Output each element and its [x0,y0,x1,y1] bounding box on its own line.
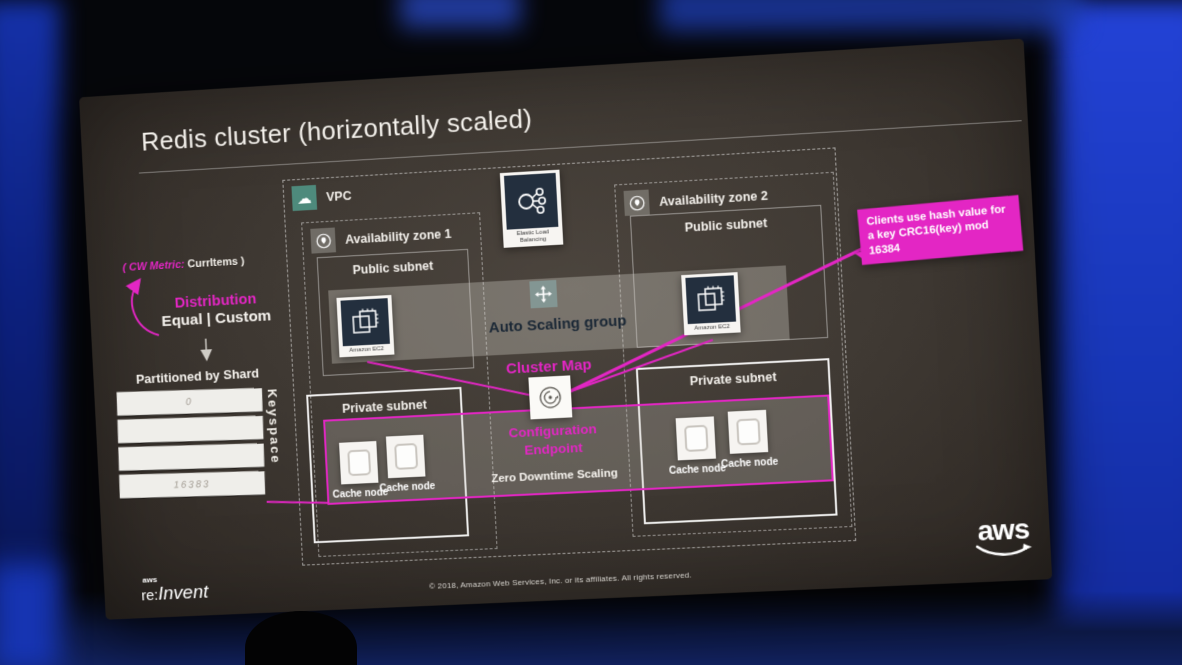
cw-metric-annotation: ( CW Metric: CurrItems ) [122,255,244,274]
cw-metric-prefix: ( CW Metric: [122,258,185,275]
az2-label: Availability zone 2 [658,188,769,209]
keyspace-row [118,443,265,471]
cw-metric-value: CurrItems ) [187,255,245,271]
slide-title: Redis cluster (horizontally scaled) [140,103,533,157]
aws-logo-text: aws [976,512,1030,547]
reinvent-invent: Invent [157,581,209,605]
vpc-header: ☁ VPC [291,183,352,212]
cache-node: Cache node [669,416,726,477]
az2-header: Availability zone 2 [623,183,769,216]
az1-label: Availability zone 1 [344,226,452,247]
elastic-load-balancing-icon [503,172,559,230]
reinvent-re: re: [140,586,159,605]
keyspace-row [117,415,264,444]
keyspace-row: 0 [116,387,263,416]
public-subnet-2-label: Public subnet [684,215,768,235]
private-subnet-2-label: Private subnet [689,369,777,389]
elasticache-endpoint-icon [528,375,573,420]
floor-spot-light [0,563,60,665]
location-pin-icon [623,189,650,216]
cache-node: Cache node [332,440,388,501]
partitioned-by-shard-label: Partitioned by Shard [135,365,260,387]
stage-light-left [0,0,60,645]
elastic-load-balancing-card: Elastic Load Balancing [499,169,564,248]
cache-node: Cache node [721,409,779,470]
location-pin-icon [310,227,337,254]
amazon-ec2-icon [340,298,390,347]
cache-node: Cache node [379,434,435,495]
cache-node-icon [339,440,379,485]
amazon-ec2-card: Amazon EC2 [336,294,395,358]
cache-node-icon [385,434,426,479]
stage-light-top-right [660,0,1080,32]
cache-node-icon [675,416,717,461]
availability-zone-1-box: Availability zone 1 [301,212,498,557]
auto-scaling-icon [529,279,558,309]
projector-screen: Redis cluster (horizontally scaled) ( CW… [79,39,1052,620]
vpc-cloud-icon: ☁ [291,184,318,212]
public-subnet-1-label: Public subnet [352,258,434,278]
hash-callout: Clients use hash value for a key CRC16(k… [857,194,1024,265]
aws-logo: aws [973,512,1035,567]
configuration-endpoint-label: Configuration Endpoint [508,421,598,458]
keyspace-label: Keyspace [264,388,284,465]
audience-head-silhouette [245,611,357,665]
vpc-label: VPC [325,188,352,204]
reinvent-logo: aws re:Invent [140,575,209,605]
elb-caption: Elastic Load Balancing [516,229,550,244]
cache-node-icon [727,409,769,454]
amazon-ec2-card: Amazon EC2 [681,272,741,336]
ec2-caption: Amazon EC2 [349,346,385,354]
keyspace-row: 16383 [119,470,266,499]
stage-light-top-mid [400,0,520,28]
copyright-text: © 2018, Amazon Web Services, Inc. or its… [429,570,693,591]
stage-light-right [1056,0,1182,665]
availability-zone-2-box: Availability zone 2 [614,171,853,537]
arrow-distribution-to-partitioned [206,339,207,359]
keyspace-table: 0 16383 [116,387,266,503]
ec2-caption: Amazon EC2 [694,323,731,332]
aws-smile-icon [974,541,1035,562]
amazon-ec2-icon [685,275,737,325]
az1-header: Availability zone 1 [310,221,452,254]
